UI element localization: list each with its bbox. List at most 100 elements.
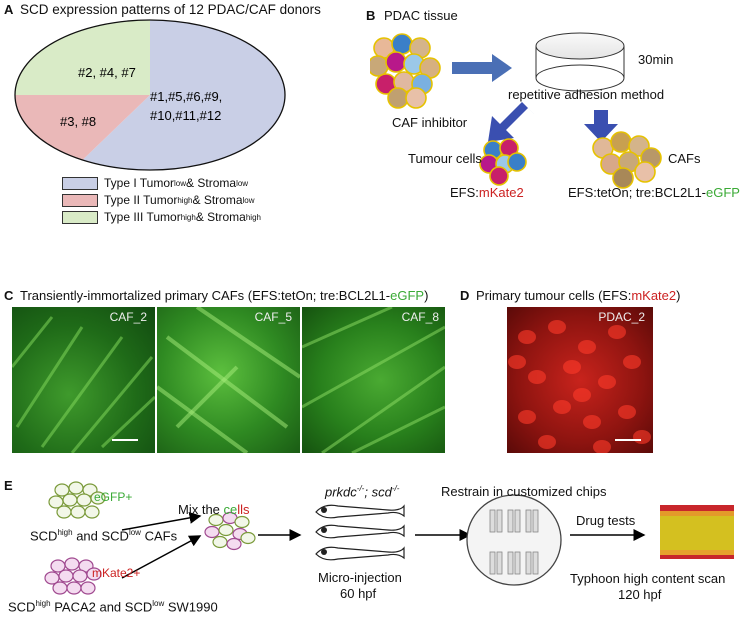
pie-slice-type1 bbox=[82, 20, 285, 170]
zebrafish-eye bbox=[321, 507, 327, 513]
cell bbox=[633, 430, 651, 444]
panel-b-label: B bbox=[366, 8, 376, 23]
cell bbox=[234, 515, 250, 529]
cell bbox=[563, 360, 581, 374]
time-label: 30min bbox=[638, 52, 674, 67]
caf-cell-cluster bbox=[592, 131, 662, 189]
chip-well bbox=[496, 509, 503, 533]
scan-time-label: 120 hpf bbox=[618, 587, 662, 602]
chip-icon bbox=[466, 494, 562, 586]
restrain-label: Restrain in customized chips bbox=[441, 484, 607, 499]
caf-label-2: CAF_5 bbox=[254, 310, 292, 324]
cell bbox=[70, 505, 86, 519]
cell bbox=[240, 531, 256, 545]
legend-swatch bbox=[62, 193, 98, 207]
cell bbox=[489, 166, 509, 186]
cell bbox=[538, 435, 556, 449]
caf-image-1: CAF_2 bbox=[12, 307, 155, 453]
tumour-cell-cluster bbox=[479, 138, 527, 186]
mkate-label: mKate2+ bbox=[92, 566, 141, 580]
panel-c-label: C bbox=[4, 288, 14, 303]
egfp-cell-group bbox=[48, 481, 106, 519]
cell bbox=[80, 581, 96, 595]
chip-well bbox=[489, 509, 496, 533]
cell bbox=[387, 87, 409, 109]
chip-well bbox=[514, 551, 521, 575]
cell bbox=[76, 493, 92, 507]
panel-a-title: SCD expression patterns of 12 PDAC/CAF d… bbox=[20, 2, 321, 17]
cell bbox=[507, 152, 527, 172]
slice-label-1a: #1,#5,#6,#9, bbox=[150, 89, 222, 104]
slice-label-1b: #10,#11,#12 bbox=[150, 108, 221, 123]
pie-chart: #1,#5,#6,#9, #10,#11,#12 #3, #8 #2, #4, … bbox=[14, 19, 286, 171]
chip-well bbox=[525, 551, 532, 575]
panel-b-diagram bbox=[370, 32, 662, 189]
scale-bar bbox=[615, 439, 641, 441]
efs-tumour-label: EFS:mKate2 bbox=[450, 185, 524, 200]
legend-swatch bbox=[62, 176, 98, 190]
cell bbox=[52, 581, 68, 595]
injection-label: Micro-injection bbox=[318, 570, 402, 585]
caf-image-2: CAF_5 bbox=[157, 307, 300, 453]
cell bbox=[58, 569, 74, 583]
cafs-label: CAFs bbox=[668, 151, 701, 166]
cell bbox=[64, 557, 80, 571]
arrow-icon bbox=[121, 511, 202, 531]
culture-dish-icon bbox=[535, 32, 625, 92]
cell bbox=[518, 410, 536, 424]
cell bbox=[370, 55, 389, 77]
cell bbox=[528, 370, 546, 384]
pie-slice-type3 bbox=[15, 20, 150, 95]
injection-time-label: 60 hpf bbox=[340, 586, 377, 601]
chip-well bbox=[489, 551, 496, 575]
panel-e-diagram bbox=[44, 481, 734, 595]
pdac-tissue-label: PDAC tissue bbox=[384, 8, 458, 23]
slice-label-2: #3, #8 bbox=[60, 114, 96, 129]
cell bbox=[623, 355, 641, 369]
zebrafish-eye bbox=[321, 527, 327, 533]
cell bbox=[405, 87, 427, 109]
cell bbox=[56, 505, 72, 519]
tumour-cells-label: Tumour cells bbox=[408, 151, 482, 166]
cell bbox=[573, 388, 591, 402]
pie-slice-type2 bbox=[15, 95, 150, 160]
cell bbox=[548, 320, 566, 334]
zebrafish-body bbox=[315, 546, 405, 561]
caf-label-1: CAF_2 bbox=[109, 310, 147, 324]
cell bbox=[634, 161, 656, 183]
chip-well bbox=[507, 551, 514, 575]
egfp-label: eGFP+ bbox=[94, 490, 133, 504]
chip-well bbox=[496, 551, 503, 575]
cell bbox=[578, 340, 596, 354]
scan-label: Typhoon high content scan bbox=[570, 571, 726, 586]
scan-plate-icon bbox=[660, 505, 734, 559]
cell bbox=[598, 375, 616, 389]
pie-outline bbox=[14, 19, 286, 171]
arrow-down-left-icon bbox=[488, 102, 534, 142]
cell bbox=[508, 355, 526, 369]
cell bbox=[204, 525, 220, 539]
mkate-cell-group bbox=[44, 557, 102, 595]
caf-image-3: CAF_8 bbox=[302, 307, 445, 453]
chip-well bbox=[525, 509, 532, 533]
panel-d-title: Primary tumour cells (EFS:mKate2) bbox=[476, 288, 681, 303]
drug-tests-label: Drug tests bbox=[576, 513, 636, 528]
cell bbox=[86, 567, 102, 581]
mix-label: Mix the cells bbox=[178, 502, 250, 517]
method-label: repetitive adhesion method bbox=[508, 87, 665, 102]
arrow-icon bbox=[121, 535, 202, 579]
mixed-cell-group bbox=[204, 511, 256, 551]
zebrafish-eye bbox=[321, 549, 327, 555]
cell bbox=[518, 330, 536, 344]
cell bbox=[218, 523, 234, 537]
scale-bar bbox=[112, 439, 138, 441]
chip-well bbox=[532, 551, 539, 575]
zebrafish-body bbox=[315, 504, 405, 519]
cell bbox=[84, 505, 100, 519]
cell bbox=[553, 400, 571, 414]
cell bbox=[212, 535, 228, 549]
zebrafish-icon bbox=[315, 504, 405, 561]
panel-c-title: Transiently-immortalized primary CAFs (E… bbox=[20, 288, 429, 303]
